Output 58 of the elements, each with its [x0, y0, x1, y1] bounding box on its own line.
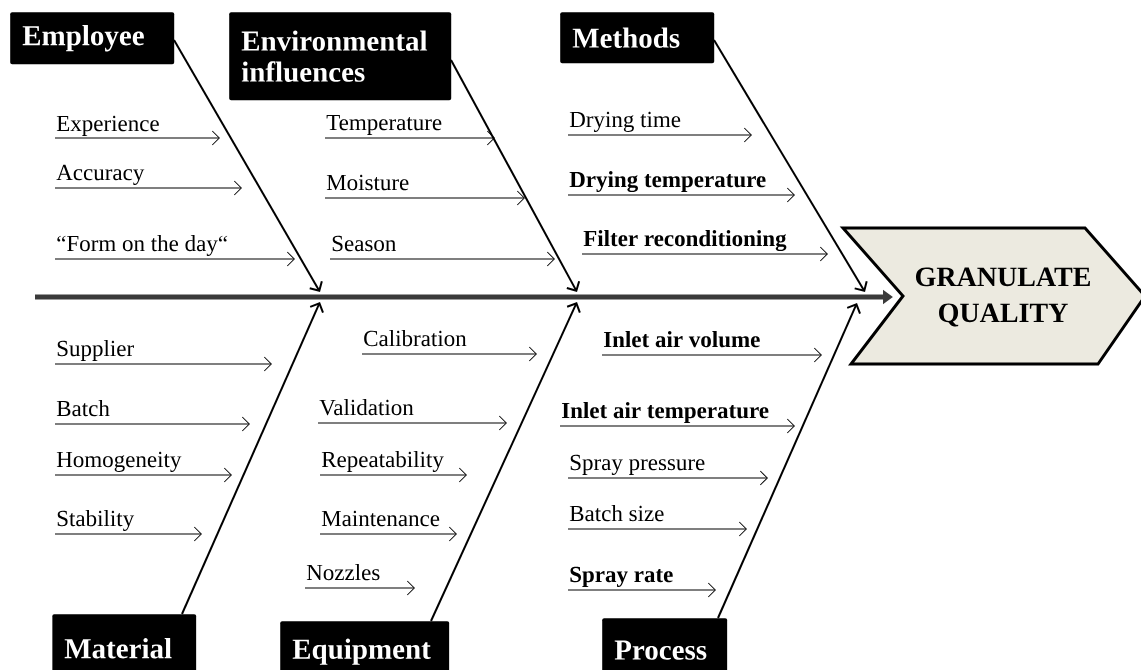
- cause-label: Drying temperature: [569, 171, 766, 193]
- category-box: Methods: [560, 12, 715, 64]
- cause-arrow: [319, 467, 467, 483]
- cause-label: “Form on the day“: [57, 235, 228, 256]
- cause-arrow: [567, 470, 768, 486]
- category-box: Process: [602, 618, 728, 670]
- cause-arrow: [319, 526, 457, 542]
- cause-arrow: [54, 130, 220, 146]
- cause-label: Nozzles: [306, 564, 380, 581]
- cause-label: Homogeneity: [56, 451, 182, 472]
- cause-label: Spray rate: [570, 566, 673, 587]
- cause-label: Repeatability: [321, 451, 444, 472]
- category-box: Environmental influences: [229, 12, 452, 101]
- cause-arrow: [54, 251, 295, 267]
- cause-label: Filter reconditioning: [583, 230, 787, 252]
- category-box: Material: [52, 614, 197, 670]
- cause-label: Supplier: [57, 340, 134, 361]
- cause-arrow: [304, 580, 415, 596]
- cause-label: Accuracy: [56, 164, 145, 185]
- cause-arrow: [54, 416, 250, 432]
- cause-arrow: [329, 251, 555, 267]
- cause-arrow: [567, 127, 752, 143]
- cause-label: Inlet air volume: [603, 331, 760, 348]
- cause-label: Temperature: [326, 114, 442, 135]
- cause-arrow: [567, 187, 795, 203]
- cause-label: Calibration: [364, 330, 467, 347]
- cause-arrow: [361, 346, 537, 362]
- cause-label: Validation: [319, 399, 414, 416]
- cause-label: Maintenance: [321, 510, 440, 527]
- bone-arrow: [173, 39, 323, 292]
- cause-arrow: [317, 415, 507, 431]
- bone-arrow: [430, 302, 581, 622]
- cause-label: Moisture: [326, 174, 409, 191]
- cause-arrow: [567, 582, 716, 598]
- cause-arrow: [324, 190, 525, 206]
- category-box: Employee: [10, 12, 175, 65]
- cause-arrow: [581, 246, 828, 262]
- cause-label: Drying time: [569, 111, 681, 132]
- cause-label: Spray pressure: [570, 454, 705, 475]
- cause-label: Stability: [57, 510, 135, 531]
- cause-label: Season: [332, 235, 396, 252]
- cause-label: Batch: [56, 400, 110, 417]
- cause-arrow: [324, 130, 495, 146]
- bone-arrow: [713, 39, 868, 292]
- cause-label: Inlet air temperature: [561, 402, 769, 423]
- cause-arrow: [54, 526, 202, 542]
- cause-arrow: [54, 356, 272, 372]
- cause-label: Batch size: [569, 505, 664, 522]
- cause-label: Experience: [56, 115, 159, 136]
- category-box: Equipment: [280, 621, 450, 670]
- bone-arrow: [450, 59, 581, 292]
- cause-arrow: [559, 418, 795, 434]
- cause-arrow: [54, 180, 242, 196]
- cause-arrow: [601, 347, 822, 363]
- cause-arrow: [567, 521, 747, 537]
- cause-arrow: [54, 467, 232, 483]
- bone-arrow: [181, 302, 324, 615]
- bone-arrow: [717, 303, 861, 619]
